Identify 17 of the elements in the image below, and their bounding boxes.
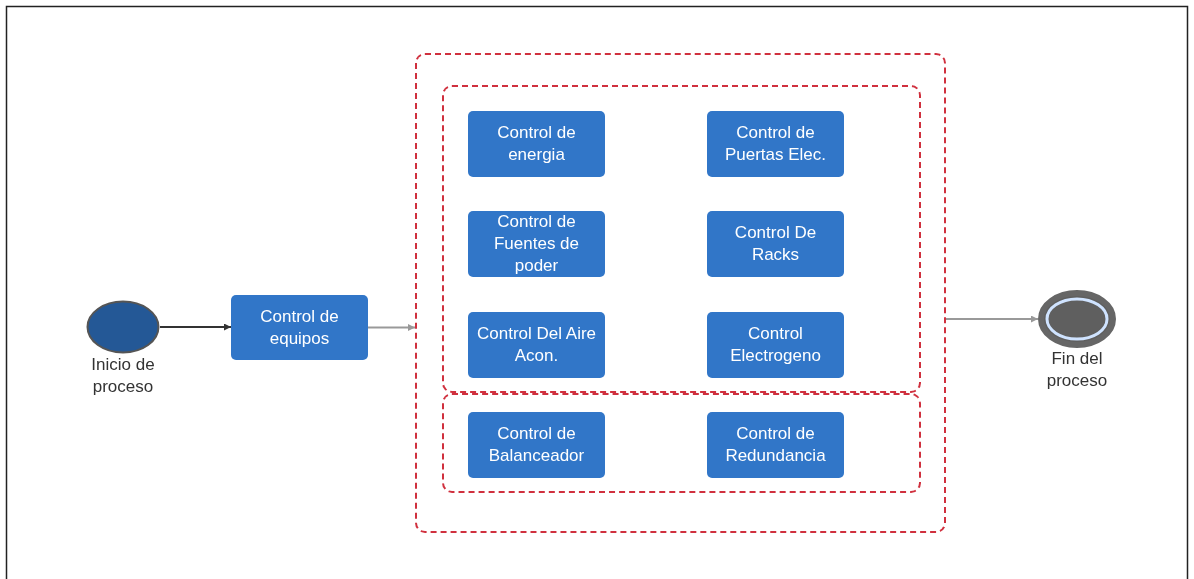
dashed-group-box: [415, 53, 946, 533]
process-box: Control de equipos: [231, 295, 368, 360]
process-box: Control De Racks: [707, 211, 844, 277]
process-box: Control de energia: [468, 111, 605, 177]
process-box: Control de Redundancia: [707, 412, 844, 478]
event-label: Inicio de proceso: [90, 354, 156, 398]
arrow: [159, 323, 232, 331]
dashed-group-box: [441, 392, 921, 493]
process-box: Control Del Aire Acon.: [468, 312, 605, 378]
event-label: Fin del proceso: [1045, 348, 1109, 392]
process-box: Control de Balanceador: [468, 412, 605, 478]
arrow: [367, 324, 416, 331]
process-box: Control Electrogeno: [707, 312, 844, 378]
arrow: [945, 315, 1039, 323]
process-box: Control de Fuentes de poder: [468, 211, 605, 277]
process-box: Control de Puertas Elec.: [707, 111, 844, 177]
dashed-group-box: [441, 84, 921, 393]
